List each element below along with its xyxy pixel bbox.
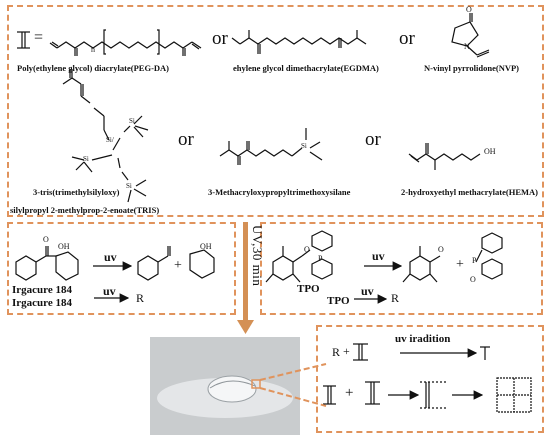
hema-label: 2-hydroxyethyl methacrylate(HEMA)	[401, 187, 538, 197]
crosslinker-symbol	[17, 31, 30, 49]
nvp-o-atom: O	[466, 5, 472, 14]
irgacure-plus: +	[174, 258, 182, 273]
monomer-panel	[7, 5, 544, 217]
mechanism-panel	[316, 325, 544, 433]
tpo-radical-o-atom: O	[438, 245, 444, 254]
tris-label-line1: 3-tris(trimethylsilyloxy)	[33, 187, 120, 197]
tris-si-top: Si	[129, 117, 135, 125]
or-label-1: or	[212, 28, 228, 49]
zoom-lines	[259, 363, 327, 407]
irgacure-name-1: Irgacure 184	[12, 284, 72, 296]
or-label-4: or	[365, 129, 381, 150]
tpo-o-atom: O	[304, 245, 310, 254]
growing-chain	[420, 381, 446, 409]
tris-si-bottom: Si	[126, 182, 132, 190]
irgacure-panel	[7, 222, 236, 315]
mptms-structure	[219, 128, 323, 165]
tpo-uv-label: uv	[372, 249, 385, 263]
mptms-si-atom: Si	[301, 142, 307, 150]
tpo-structure	[265, 230, 333, 283]
peg-da-label: Poly(ethylene glycol) diacrylate(PEG-DA)	[17, 63, 170, 73]
mptms-label: 3-Methacryloxypropyltrimethoxysilane	[208, 187, 351, 197]
phosphinoyl-radical	[475, 232, 503, 280]
egdma-structure	[231, 30, 367, 54]
cyclohexyl-radical	[189, 249, 215, 279]
uv-down-arrow	[237, 222, 254, 334]
tpo-plus: +	[456, 257, 464, 272]
tpo-radical-o2-atom: O	[470, 275, 476, 284]
radical-oh-group: OH	[200, 242, 212, 251]
egdma-label: ehylene glycol dimethacrylate(EGDMA)	[233, 63, 379, 73]
irgacure-uv-label: uv	[104, 250, 117, 264]
uv-time-label: UV,30 min	[250, 225, 265, 287]
equals-sign: =	[34, 29, 44, 46]
hema-structure	[408, 143, 481, 170]
tris-si-left: Si	[83, 155, 89, 163]
irgacure-o-atom: O	[43, 235, 49, 244]
hema-oh-group: OH	[484, 147, 496, 156]
crosslinked-network	[496, 377, 532, 413]
tpo-radical: R	[391, 291, 400, 305]
mech-plus-1: +	[343, 344, 350, 358]
or-label-3: or	[178, 129, 194, 150]
nvp-structure	[451, 13, 490, 58]
irgacure-uv-label-2: uv	[103, 284, 116, 298]
mech-radical: R	[332, 345, 341, 359]
mech-plus-2: +	[345, 385, 354, 401]
mesitoyl-radical	[402, 246, 441, 283]
or-label-2: or	[399, 28, 415, 49]
tpo-name-1: TPO	[297, 283, 320, 295]
mech-symbols-1	[353, 343, 490, 361]
irgacure-radical: R	[136, 291, 145, 305]
peg-n-subscript: n	[91, 45, 95, 54]
tpo-p-atom: P	[318, 254, 323, 263]
nvp-label: N-vinyl pyrrolidone(NVP)	[424, 63, 519, 73]
tpo-name-2: TPO	[327, 295, 350, 307]
tris-si-center: Si/	[106, 136, 114, 144]
tris-label-line2: silylpropyl 2-methylprop-2-enoate(TRIS)	[10, 205, 160, 215]
tris-structure	[62, 69, 149, 203]
mech-symbols-2	[323, 381, 380, 405]
tpo-uv-label-2: uv	[361, 284, 374, 298]
nvp-n-atom: N	[464, 42, 470, 51]
tpo-radical-p-atom: P	[472, 256, 477, 265]
irgacure-name-2: Irgacure 184	[12, 297, 72, 309]
irgacure-structure	[15, 246, 79, 281]
tpo-panel	[260, 222, 543, 315]
peg-da-structure	[49, 29, 202, 56]
hydrogel-photo	[150, 337, 300, 435]
irgacure-oh-group: OH	[58, 242, 70, 251]
uv-irradition-label: uv iradition	[395, 333, 451, 345]
benzoyl-radical	[137, 246, 171, 281]
